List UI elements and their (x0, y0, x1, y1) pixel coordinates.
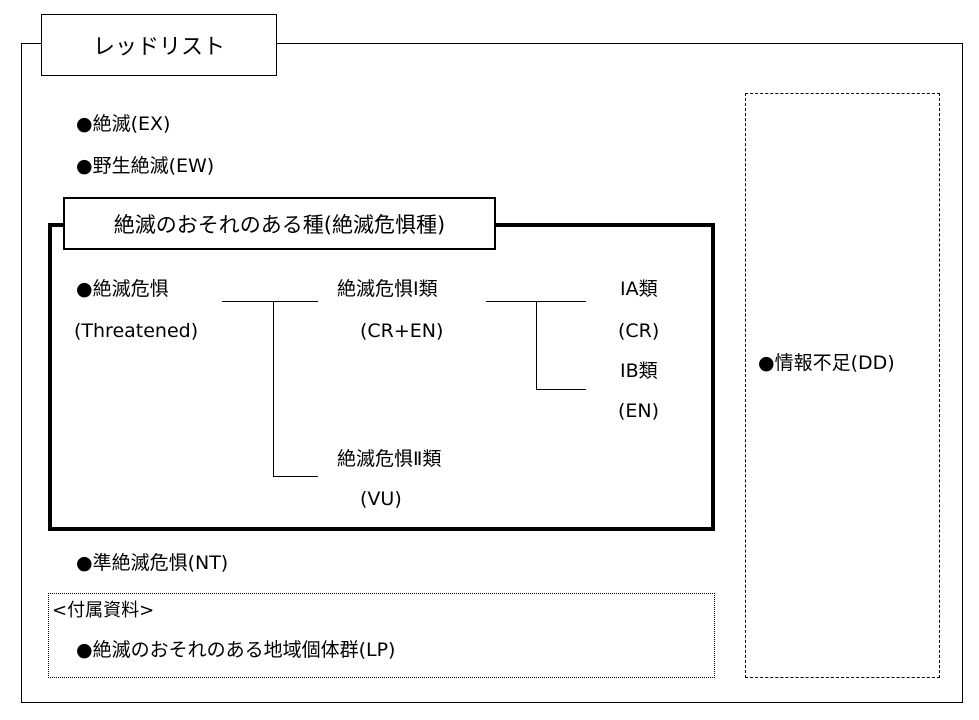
category-local-population: ●絶滅のおそれのある地域個体群(LP) (76, 639, 396, 661)
connector-to-ib (536, 389, 586, 390)
category-extinct-in-wild: ●野生絶滅(EW) (76, 155, 215, 177)
class-ia-sub: (CR) (618, 320, 660, 342)
red-list-frame (21, 43, 963, 703)
category-near-threatened: ●準絶滅危惧(NT) (76, 552, 229, 574)
class1-sub: (CR+EN) (360, 320, 444, 342)
class2-label: 絶滅危惧Ⅱ類 (337, 448, 442, 470)
class-ib-sub: (EN) (618, 400, 660, 422)
threatened-root-label: ●絶滅危惧 (76, 278, 169, 300)
class1-label: 絶滅危惧Ⅰ類 (337, 278, 438, 300)
connector-root-to-class1 (222, 301, 318, 302)
red-list-title: レッドリスト (41, 14, 277, 76)
class-ia-label: ⅠA類 (620, 278, 658, 300)
threatened-species-title: 絶滅のおそれのある種(絶滅危惧種) (63, 197, 496, 250)
connector-to-class2 (273, 476, 318, 477)
supplementary-header: <付属資料> (52, 600, 155, 621)
supplementary-box (48, 593, 715, 678)
threatened-root-sub: (Threatened) (74, 320, 199, 342)
data-deficient-box (745, 93, 940, 678)
connector-class1-vertical (536, 301, 537, 389)
class2-sub: (VU) (360, 488, 402, 510)
category-extinct: ●絶滅(EX) (76, 113, 171, 135)
class-ib-label: ⅠB類 (620, 360, 658, 382)
category-data-deficient: ●情報不足(DD) (758, 352, 895, 374)
threatened-species-box (48, 223, 715, 531)
connector-root-vertical (273, 301, 274, 476)
